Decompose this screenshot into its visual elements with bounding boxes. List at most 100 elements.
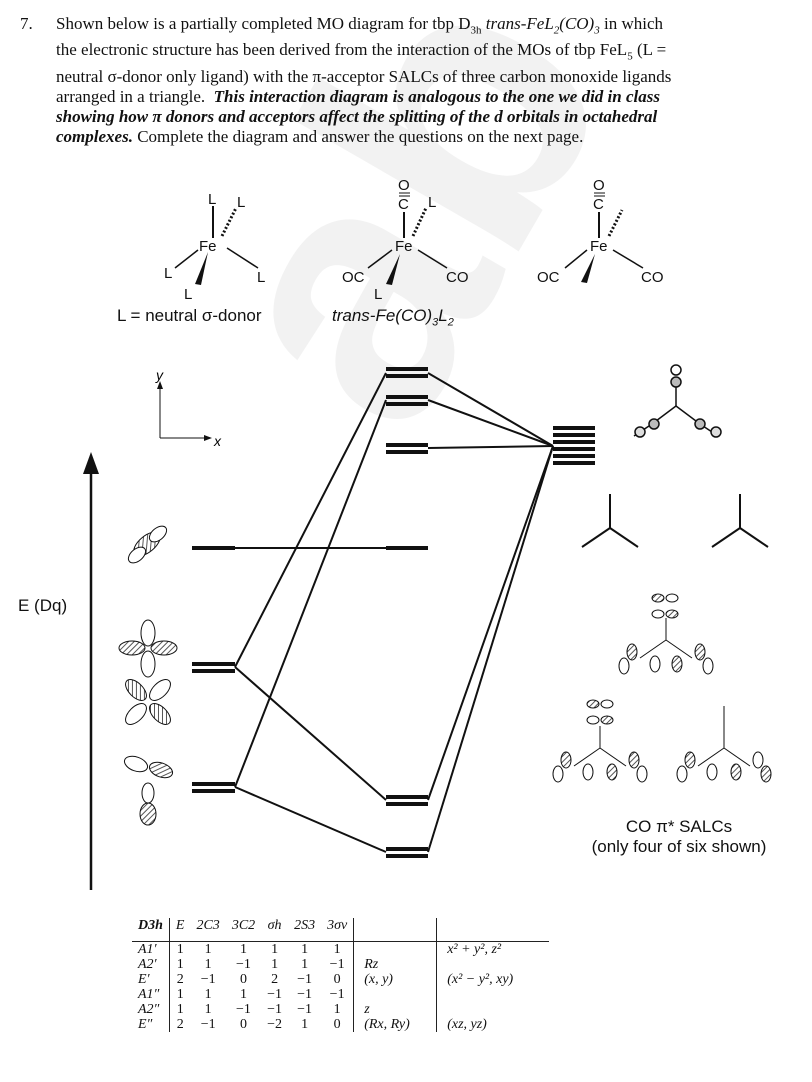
label-ligand-definition: L = neutral σ-donor (117, 306, 262, 325)
atom-oc: OC (537, 269, 560, 286)
character-cell: −1 (329, 957, 345, 972)
atom-fe: Fe (395, 238, 413, 255)
irrep-label: A1″ (138, 987, 160, 1002)
character-cell: 1 (225, 941, 262, 957)
linear-functions-cell: (x, y) (353, 972, 437, 987)
atom-l: L (184, 286, 192, 303)
atom-co: CO (446, 269, 469, 286)
atom-fe: Fe (590, 238, 608, 255)
salc-ball-stick (633, 364, 722, 438)
character-cell: −1 (236, 957, 251, 972)
linear-functions-cell (353, 987, 437, 1002)
salc-skeleton-2 (711, 494, 769, 548)
irrep-label: E″ (138, 1017, 153, 1032)
linear-functions-cell: Rz (353, 957, 437, 972)
quadratic-functions-cell: x² + y², z² (436, 941, 550, 957)
atom-oc: OC (342, 269, 365, 286)
character-cell: −1 (267, 987, 283, 1002)
character-cell: 1 (204, 1002, 212, 1017)
character-cell: 2 (168, 972, 191, 987)
salc-skeleton-1 (581, 494, 639, 548)
irrep-label: A2″ (138, 1002, 160, 1017)
character-cell: 1 (321, 941, 354, 957)
salc-pi-star-1 (618, 593, 714, 675)
axis-x-label: x (213, 433, 222, 449)
salc-pi-star-3 (676, 706, 772, 783)
correlation-lines (234, 372, 554, 853)
atom-l: L (237, 194, 245, 211)
character-cell: 2 (168, 1017, 191, 1032)
orbital-dxy (125, 679, 171, 725)
atom-co: CO (641, 269, 664, 286)
character-cell: −1 (200, 972, 216, 987)
atom-l: L (208, 191, 216, 208)
table-header-cell: 3σv (327, 918, 348, 933)
table-header-cell: 3C2 (231, 918, 256, 933)
orbital-dyz (139, 782, 157, 826)
character-cell: −2 (267, 1017, 283, 1032)
energy-axis (83, 452, 99, 890)
label-complex: trans-Fe(CO)3L2 (332, 306, 454, 329)
axes-inset: y x (155, 367, 222, 449)
character-cell: 1 (301, 1017, 309, 1032)
atom-l: L (428, 194, 436, 211)
character-cell: 0 (333, 1017, 341, 1032)
character-cell: −1 (297, 972, 313, 987)
atom-o: O (593, 177, 605, 194)
character-cell: −1 (329, 987, 345, 1002)
axis-y-label: y (155, 367, 164, 383)
character-cell: 1 (301, 957, 309, 972)
atom-fe: Fe (199, 238, 217, 255)
irrep-label: A2′ (138, 957, 157, 972)
character-cell: 1 (288, 941, 322, 957)
energy-levels (192, 367, 595, 858)
character-cell: −1 (236, 1002, 251, 1017)
orbital-dxz (123, 755, 174, 779)
quadratic-functions-cell (436, 987, 550, 1002)
character-cell: 1 (239, 987, 247, 1002)
atom-l: L (257, 269, 265, 286)
linear-functions-cell: z (353, 1002, 437, 1017)
table-header-cell: σh (267, 918, 282, 933)
character-cell: 0 (239, 1017, 247, 1032)
structure-fel5: L L Fe L L L (164, 191, 265, 303)
character-cell: 1 (271, 957, 279, 972)
character-cell: 0 (333, 972, 341, 987)
irrep-label: E′ (138, 972, 150, 987)
orbital-dz2 (127, 525, 168, 564)
atom-c: C (398, 196, 409, 213)
character-cell: −1 (297, 1002, 313, 1017)
quadratic-functions-cell: (xz, yz) (436, 1017, 550, 1032)
irrep-label: A1′ (132, 941, 170, 957)
character-cell: 1 (168, 987, 191, 1002)
salc-pi-star-2 (552, 699, 648, 783)
energy-axis-label: E (Dq) (18, 596, 68, 615)
character-cell: 1 (168, 1002, 191, 1017)
quadratic-functions-cell (436, 1002, 550, 1017)
salc-caption: CO π* SALCs (only four of six shown) (591, 817, 767, 856)
character-cell: −1 (297, 987, 313, 1002)
table-header-cell: 2S3 (294, 918, 316, 933)
character-cell: 1 (204, 957, 212, 972)
structure-trans-fe-co3-l2: O C L Fe OC CO L (342, 177, 469, 303)
character-cell: −1 (200, 1017, 216, 1032)
character-cell: 2 (271, 972, 279, 987)
character-cell: −1 (267, 1002, 283, 1017)
character-cell: 1 (190, 941, 226, 957)
structure-fe-co3: O C Fe OC CO (537, 177, 664, 286)
quadratic-functions-cell (436, 957, 550, 972)
character-cell: 1 (261, 941, 289, 957)
atom-c: C (593, 196, 604, 213)
orbital-dx2-y2 (118, 619, 178, 678)
character-cell: 1 (168, 957, 191, 972)
atom-l: L (374, 286, 382, 303)
character-cell: 0 (239, 972, 247, 987)
quadratic-functions-cell: (x² − y², xy) (436, 972, 550, 987)
question-number: 7. (20, 14, 33, 33)
table-header-cell: E (168, 918, 191, 942)
